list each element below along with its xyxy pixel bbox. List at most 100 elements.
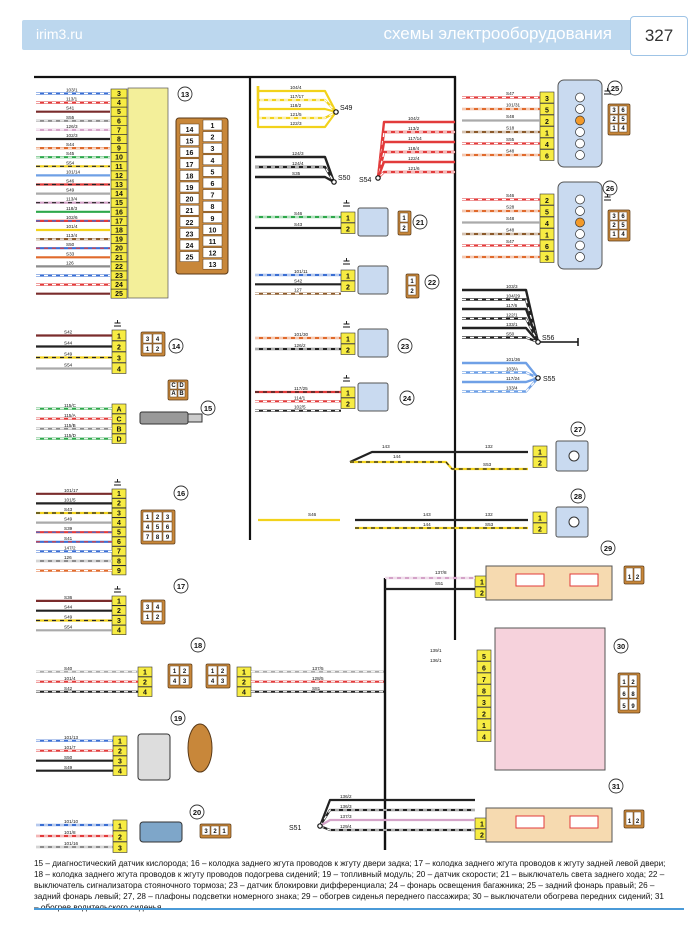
s50-wire (255, 155, 336, 183)
pin-number: 5 (545, 108, 549, 115)
c26-lamp (575, 229, 585, 239)
c13-rear-cell (179, 228, 200, 239)
pin-number: 8 (117, 558, 121, 565)
c13-pin: 7 (110, 125, 128, 135)
c26-label: 26 (602, 180, 618, 196)
c16-wire-label: 147/2 (64, 545, 76, 550)
pin-number: 16 (115, 209, 123, 216)
c13-wire-label: S44 (66, 142, 75, 147)
c17-wire-label: S49 (64, 615, 73, 620)
c13-rear-cell (202, 258, 223, 270)
c30-pin: 1 (476, 718, 492, 731)
site-name[interactable]: irim3.ru (36, 26, 83, 42)
grid-cell (169, 665, 180, 676)
sensor-shell (139, 411, 189, 425)
grid-cell (399, 222, 409, 233)
pin-number: 2 (482, 712, 486, 719)
label-circle (570, 421, 586, 437)
grid-cell-number: 2 (631, 680, 635, 686)
label-number: 14 (172, 342, 181, 351)
grid-cell (207, 675, 218, 686)
pin-number: 6 (482, 666, 486, 673)
c13-wire-label: S49 (66, 188, 75, 193)
c13-rear-pin: 13 (209, 262, 217, 269)
s56-label: S56 (542, 335, 555, 342)
c30-pin: 6 (476, 661, 492, 673)
c30-pin: 4 (476, 730, 492, 742)
grid-cell (142, 343, 153, 354)
grid-cell-number: 4 (621, 232, 625, 238)
s51-wire-label: 129/4 (340, 824, 352, 829)
c25-lamp (575, 138, 585, 149)
grid-cell (201, 825, 211, 836)
pin-box (476, 672, 492, 685)
w143a-label: 143 (382, 444, 390, 449)
c13-wire-label: 126 (66, 260, 74, 265)
c26-lamp (575, 206, 585, 216)
s51-wire (319, 818, 475, 827)
wire-stripe (319, 825, 475, 831)
w143-top (349, 450, 528, 464)
grid-cell (619, 674, 629, 687)
c16-wire-label: 126 (64, 555, 72, 560)
s54-wire-label: 121/6 (408, 166, 420, 171)
c24-wire-label: 117/25 (294, 386, 308, 391)
pin-number: 5 (117, 109, 121, 116)
c16-pin: 6 (111, 536, 127, 547)
pin-number: 15 (115, 200, 123, 207)
page-number: 327 (630, 16, 688, 56)
label-number: 18 (194, 641, 202, 650)
grid-cell-number: 4 (156, 605, 160, 611)
wire-body (462, 376, 539, 384)
grid-cell-number: 1 (146, 615, 150, 621)
grid-cell-number: 6 (622, 692, 626, 698)
c23-pin: 2 (340, 343, 356, 355)
s50-wire (255, 165, 336, 183)
module-shell (137, 733, 171, 781)
s54-point (375, 175, 381, 181)
label-circle (424, 274, 440, 290)
c15-wire-label: 115/D (64, 433, 77, 438)
pin-number: 4 (545, 142, 549, 149)
pin-number: 21 (115, 255, 123, 262)
c13-wire-label: S45 (66, 151, 75, 156)
c15-label: 15 (200, 400, 216, 416)
pin-number: 10 (115, 155, 123, 162)
c20-pin: 3 (112, 841, 128, 853)
c13-body (127, 87, 169, 299)
pin-number: 14 (115, 191, 123, 198)
grid-cell (162, 511, 173, 522)
c25-plug (604, 88, 611, 95)
pin-box (340, 280, 356, 292)
pin-number: 4 (117, 100, 121, 107)
s56-wire-label: 122/1 (506, 313, 518, 318)
grid-cell-number: 2 (612, 223, 616, 229)
c21-wire-label: S43 (294, 222, 303, 227)
c14-wire-label: S44 (64, 341, 73, 346)
s55-label: S55 (543, 376, 556, 383)
c13-pin: 24 (110, 279, 128, 290)
grid-cell-number: 2 (183, 669, 187, 675)
c13-rear-pin: 17 (186, 162, 194, 169)
grid-cell (152, 611, 163, 622)
grid-cell-number: 2 (402, 226, 406, 232)
c13-rear-pin: 10 (209, 227, 217, 234)
w139-1-label: 139/1 (430, 648, 442, 653)
grid-cell (169, 381, 178, 390)
c21-wire-label: S46 (294, 211, 303, 216)
grid-cell (619, 686, 629, 699)
pin-number: 24 (115, 282, 123, 289)
c16-wire-label: S41 (64, 536, 73, 541)
grid-cell-number: 2 (156, 515, 160, 521)
pin-number: 1 (538, 516, 542, 523)
c13-rear-pin: 19 (186, 185, 194, 192)
c13-wire-label: S55 (66, 115, 75, 120)
c19-pin: 4 (112, 765, 128, 776)
s56-wire (462, 326, 539, 343)
c17-wire-label: S36 (64, 595, 73, 600)
pin-box (532, 456, 548, 468)
c17-pin: 1 (111, 595, 127, 606)
